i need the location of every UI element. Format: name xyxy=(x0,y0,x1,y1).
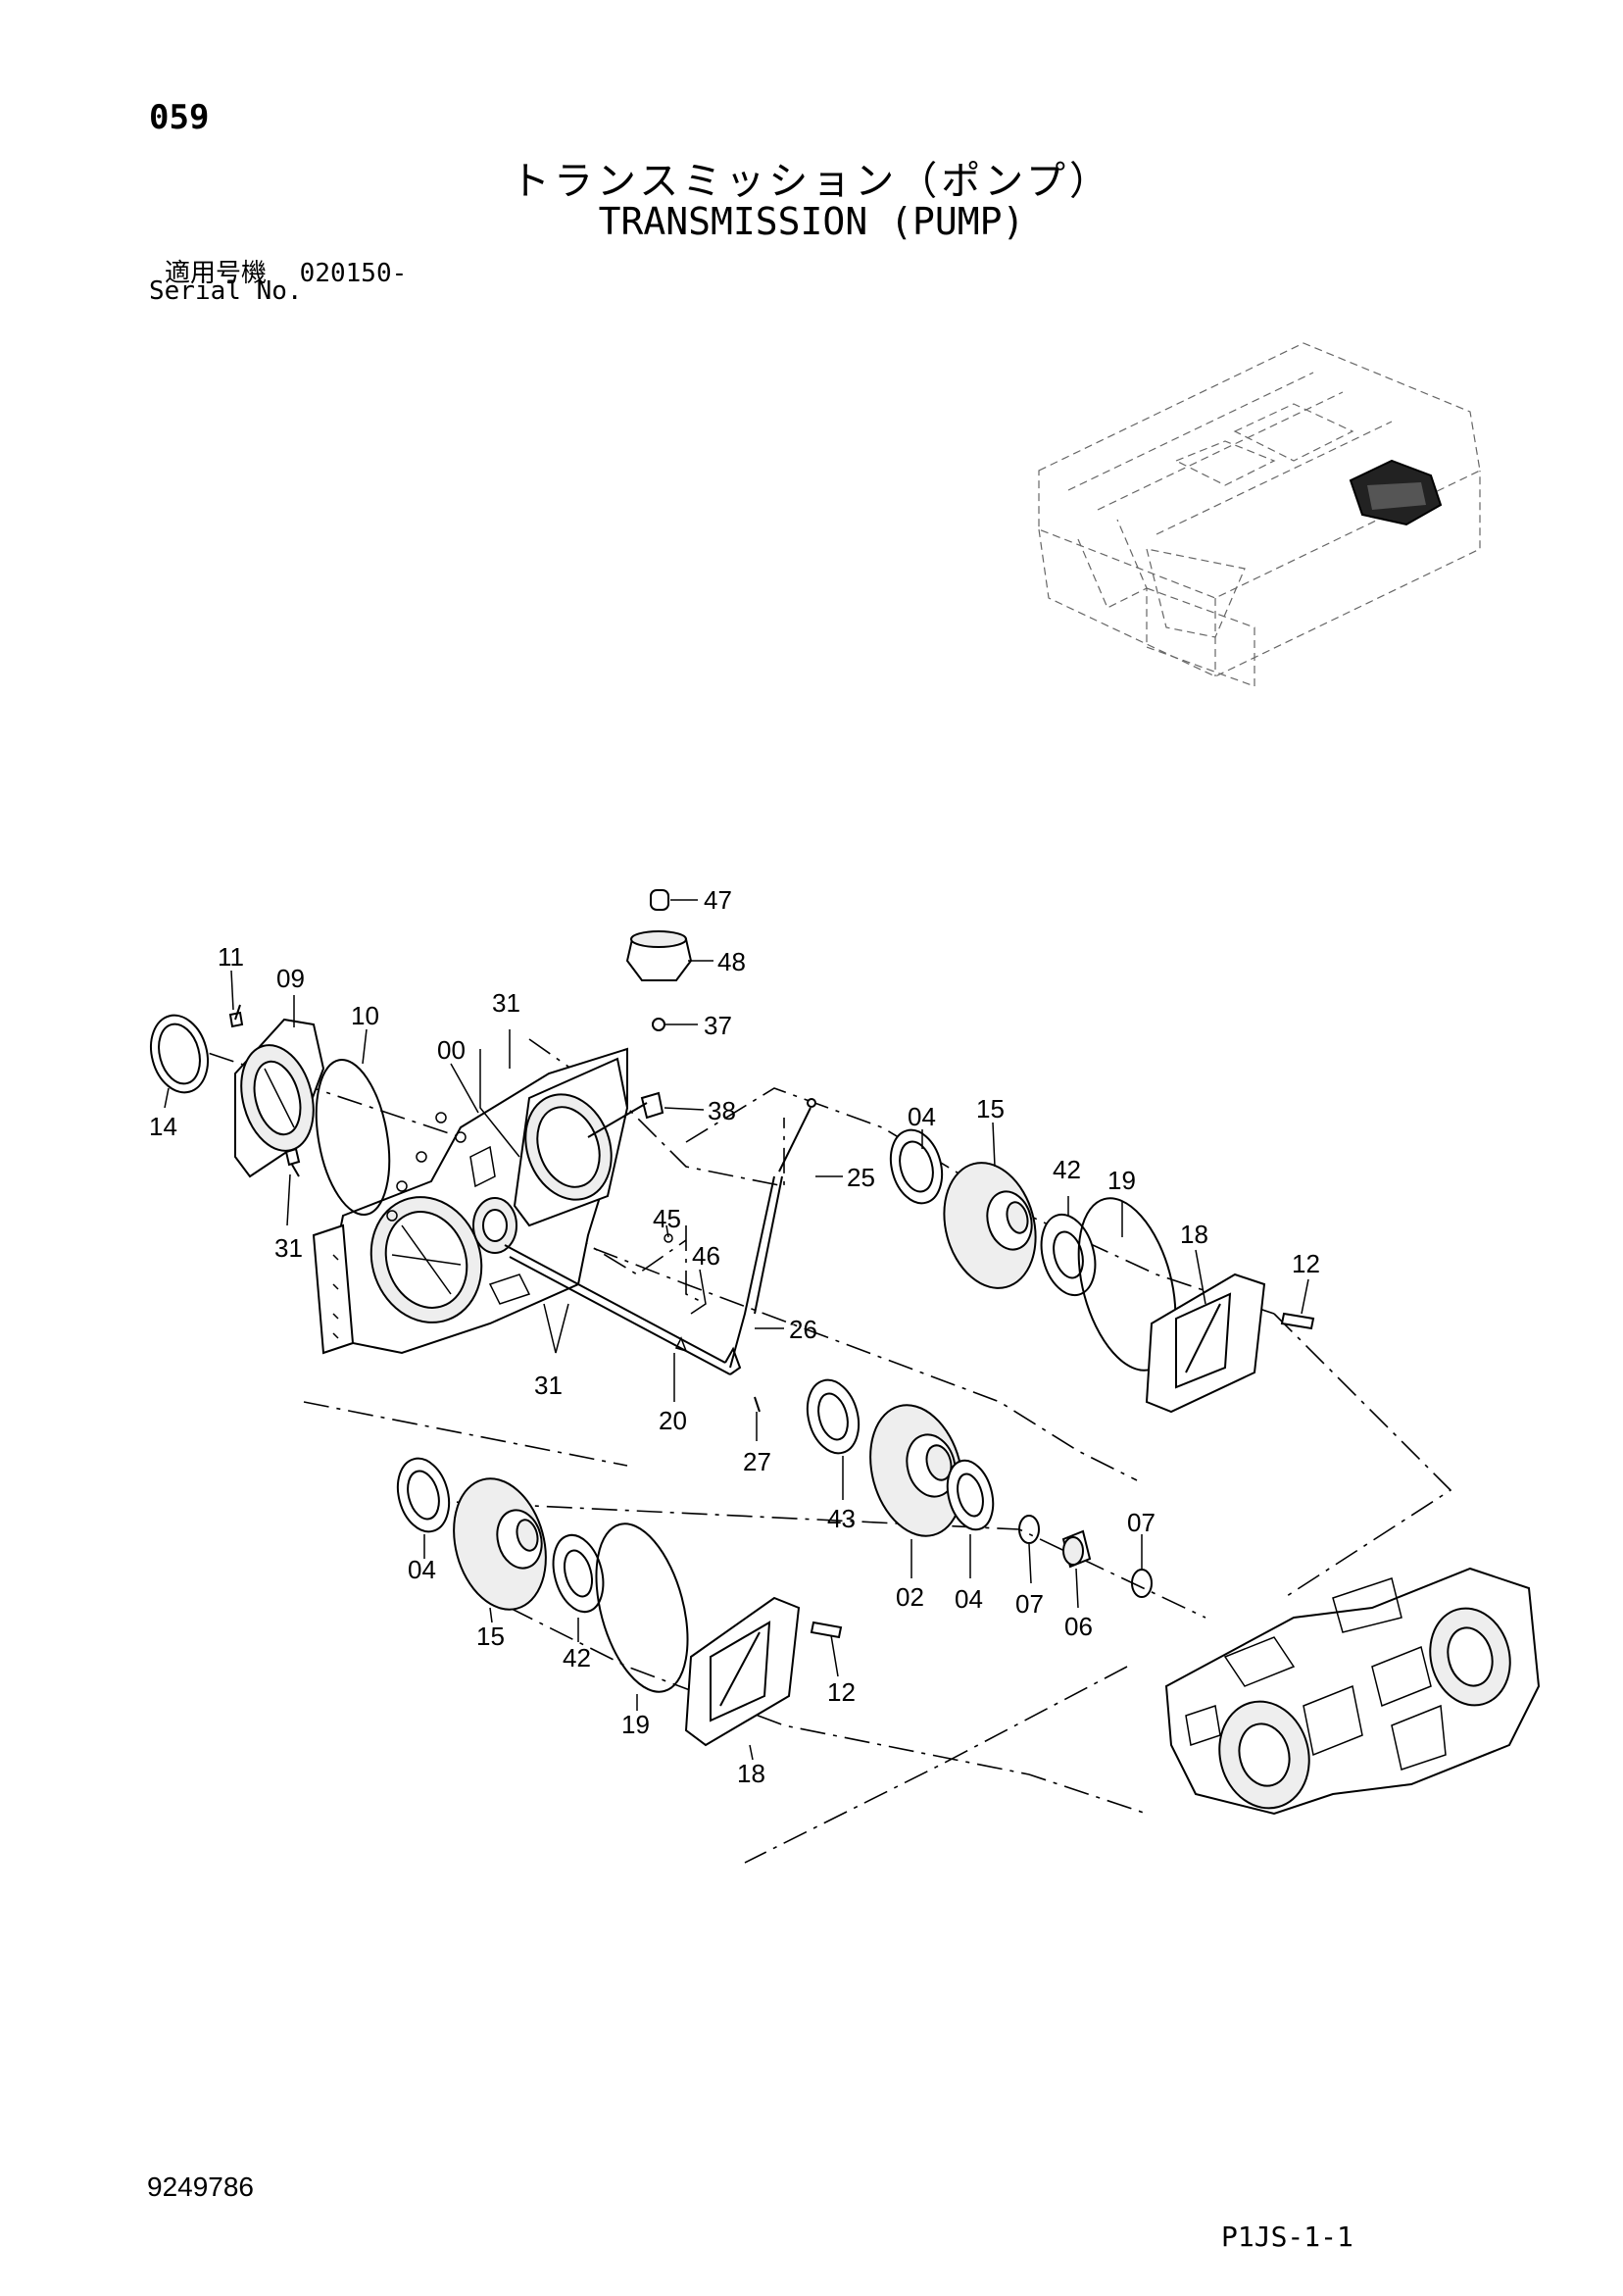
serial-label-japanese: 適用号機 xyxy=(165,259,268,288)
transmission-housing xyxy=(312,1047,629,1355)
callout-04-middle: 04 xyxy=(955,1584,983,1614)
callout-04-lower: 04 xyxy=(408,1555,436,1584)
callout-37: 37 xyxy=(704,1011,732,1040)
serial-number-line: 適用号機 020150- xyxy=(165,253,407,289)
callout-00: 00 xyxy=(437,1035,466,1065)
callout-07-right: 07 xyxy=(1127,1508,1156,1537)
callout-18-lower: 18 xyxy=(737,1759,765,1788)
callout-27: 27 xyxy=(743,1447,771,1476)
callout-leaders xyxy=(164,899,1309,1761)
callout-12-upper: 12 xyxy=(1292,1249,1320,1278)
callout-31-left: 31 xyxy=(274,1233,303,1263)
callout-15-lower: 15 xyxy=(476,1622,505,1651)
callout-46: 46 xyxy=(692,1241,720,1271)
callout-10: 10 xyxy=(351,1001,379,1030)
serial-value: 020150- xyxy=(299,259,408,288)
callout-47: 47 xyxy=(704,885,732,915)
machine-locator-view xyxy=(1038,342,1481,687)
serial-label-english: Serial No. xyxy=(149,276,303,306)
breather-group xyxy=(587,889,693,1138)
callout-45: 45 xyxy=(653,1204,681,1233)
callout-42-lower: 42 xyxy=(563,1643,591,1672)
callout-04-upper: 04 xyxy=(908,1102,936,1131)
left-cover-group xyxy=(150,1004,391,1217)
callout-26: 26 xyxy=(789,1315,817,1344)
callout-09: 09 xyxy=(276,964,305,993)
callout-19-upper: 19 xyxy=(1107,1166,1136,1195)
callout-31-top: 31 xyxy=(492,988,520,1018)
callout-42-upper: 42 xyxy=(1053,1155,1081,1184)
callout-38: 38 xyxy=(708,1096,736,1125)
page-title-japanese: トランスミッション（ポンプ） xyxy=(511,159,1112,204)
callout-15-upper: 15 xyxy=(976,1094,1005,1123)
lower-coupling-group xyxy=(396,1457,843,1747)
page-title-english: TRANSMISSION (PUMP) xyxy=(598,200,1025,243)
callout-14: 14 xyxy=(149,1112,177,1141)
callout-31-bottom: 31 xyxy=(534,1371,563,1400)
page-number: 059 xyxy=(149,98,210,137)
hydraulic-pump-assembly xyxy=(1164,1567,1541,1816)
callout-48: 48 xyxy=(717,947,746,976)
callout-07-left: 07 xyxy=(1015,1589,1044,1619)
upper-coupling-group xyxy=(889,1128,1315,1414)
document-number: 9249786 xyxy=(147,2171,255,2202)
callout-20: 20 xyxy=(659,1406,687,1435)
page-code: P1JS-1-1 xyxy=(1221,2221,1353,2253)
middle-gear-group xyxy=(806,1378,1153,1598)
callout-18-upper: 18 xyxy=(1180,1220,1208,1249)
callout-43: 43 xyxy=(827,1504,856,1533)
callout-19-lower: 19 xyxy=(621,1710,650,1739)
callout-25: 25 xyxy=(847,1163,875,1192)
callout-11: 11 xyxy=(218,942,244,972)
callout-numbers: 47 48 37 38 11 09 14 10 31 00 31 31 45 4… xyxy=(149,885,1320,1788)
highlighted-pump-assembly xyxy=(1349,459,1443,526)
callout-02: 02 xyxy=(896,1582,924,1612)
shaft-and-lever-group xyxy=(504,1098,816,1413)
callout-06: 06 xyxy=(1064,1612,1093,1641)
callout-12-lower: 12 xyxy=(827,1677,856,1707)
